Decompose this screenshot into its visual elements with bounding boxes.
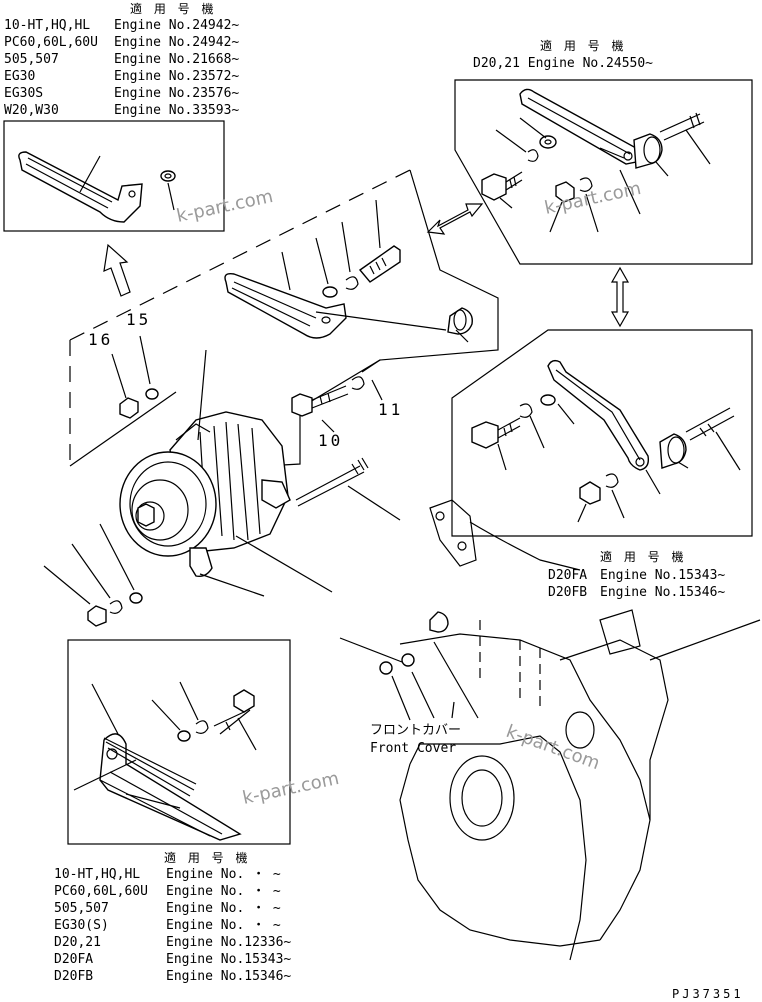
inset-top-right: k-part.com	[454, 79, 753, 265]
tl-engine-1: Engine No.24942~	[114, 18, 239, 33]
bl-model-6: D20FA	[54, 952, 93, 967]
tr-applicability: D20,21 Engine No.24550~	[473, 56, 653, 71]
tl-model-3: 505,507	[4, 52, 59, 67]
watermark-2: k-part.com	[543, 178, 643, 219]
mr-engine-1: Engine No.15343~	[600, 568, 725, 583]
tr-applicability-header: 適 用 号 機	[540, 38, 627, 53]
bl-model-3: 505,507	[54, 901, 109, 916]
bl-engine-5: Engine No.12336~	[166, 935, 291, 950]
alternator	[119, 349, 291, 578]
bl-model-2: PC60,60L,60U	[54, 884, 148, 899]
bl-engine-6: Engine No.15343~	[166, 952, 291, 967]
tl-model-1: 10-HT,HQ,HL	[4, 18, 90, 33]
bl-model-1: 10-HT,HQ,HL	[54, 867, 140, 882]
main-stay	[224, 199, 473, 343]
watermark-3: k-part.com	[503, 721, 602, 774]
tl-model-5: EG30S	[4, 86, 43, 101]
bl-model-4: EG30(S)	[54, 918, 109, 933]
bl-model-7: D20FB	[54, 969, 93, 984]
callout-15: 15	[126, 310, 151, 329]
double-arrow-top	[426, 203, 484, 235]
drawing-number: PJ37351	[672, 987, 744, 1001]
bl-applicability-header: 適 用 号 機	[164, 850, 251, 865]
washer-part	[160, 170, 176, 182]
front-cover-jp-label: フロントカバー	[370, 723, 461, 738]
tl-engine-5: Engine No.23576~	[114, 86, 239, 101]
mr-model-2: D20FB	[548, 585, 587, 600]
top-left-applicability-table: 適 用 号 機 10-HT,HQ,HL Engine No.24942~ PC6…	[4, 1, 239, 118]
tl-engine-4: Engine No.23572~	[114, 69, 239, 84]
bl-engine-2: Engine No. ・ ~	[166, 884, 281, 899]
bl-model-5: D20,21	[54, 935, 101, 950]
applicability-header: 適 用 号 機	[130, 1, 217, 16]
tl-model-6: W20,W30	[4, 103, 59, 118]
arrow-to-top-left-inset	[103, 243, 131, 297]
watermark-1: k-part.com	[175, 186, 275, 227]
double-arrow-right	[610, 266, 630, 328]
inset-mid-right	[451, 329, 753, 537]
inset-bottom-left: k-part.com	[67, 639, 341, 845]
callout-10: 10	[318, 431, 343, 450]
front-cover-en-label: Front Cover	[370, 741, 456, 756]
mr-applicability-header: 適 用 号 機	[600, 549, 687, 564]
tl-model-2: PC60,60L,60U	[4, 35, 98, 50]
front-cover	[339, 499, 761, 961]
tl-engine-2: Engine No.24942~	[114, 35, 239, 50]
callout-11: 11	[378, 400, 403, 419]
tl-model-4: EG30	[4, 69, 35, 84]
tl-engine-3: Engine No.21668~	[114, 52, 239, 67]
watermark-4: k-part.com	[241, 768, 341, 809]
bl-engine-7: Engine No.15346~	[166, 969, 291, 984]
bl-engine-3: Engine No. ・ ~	[166, 901, 281, 916]
mr-model-1: D20FA	[548, 568, 587, 583]
mr-engine-2: Engine No.15346~	[600, 585, 725, 600]
bottom-applicability-table: 適 用 号 機 10-HT,HQ,HL Engine No. ・ ~ PC60,…	[54, 850, 291, 984]
bl-engine-4: Engine No. ・ ~	[166, 918, 281, 933]
tl-engine-6: Engine No.33593~	[114, 103, 239, 118]
inset-top-left: k-part.com	[3, 120, 275, 232]
bl-engine-1: Engine No. ・ ~	[166, 867, 281, 882]
callout-16: 16	[88, 330, 113, 349]
